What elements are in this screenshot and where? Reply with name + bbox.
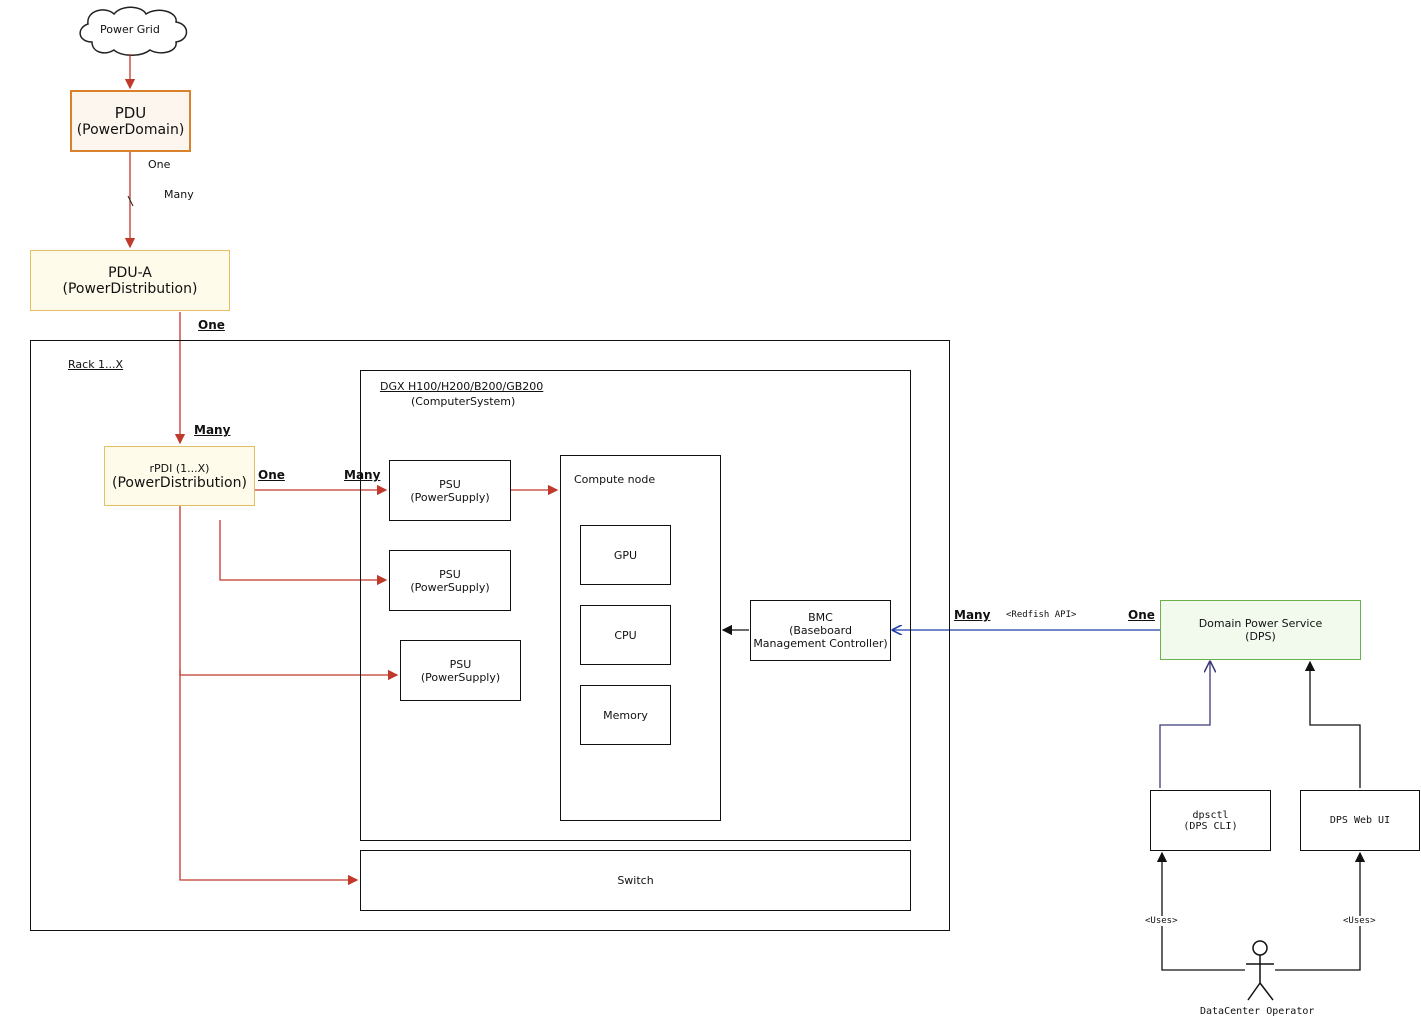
gpu-box[interactable]: GPU	[580, 525, 671, 585]
rpdi-one-label: One	[258, 468, 285, 482]
cpu-box[interactable]: CPU	[580, 605, 671, 665]
psu-3-subtitle: (PowerSupply)	[420, 670, 501, 684]
psu-2-subtitle: (PowerSupply)	[410, 580, 490, 594]
psu-3-title: PSU	[449, 657, 472, 671]
operator-figure	[1246, 940, 1274, 1001]
memory-label: Memory	[603, 708, 648, 722]
cli-to-dps-wire	[1159, 662, 1210, 788]
dps-cli-subtitle: (DPS CLI)	[1183, 820, 1238, 832]
dps-title: Domain Power Service	[1198, 617, 1323, 630]
psu-1-title: PSU	[439, 477, 461, 491]
bmc-box[interactable]: BMC (Baseboard Management Controller)	[750, 600, 891, 661]
dgx-container	[360, 370, 911, 841]
switch-box[interactable]: Switch	[360, 850, 911, 911]
dgx-title: DGX H100/H200/B200/GB200	[380, 380, 544, 393]
pdu-many-label: Many	[164, 188, 194, 201]
dps-subtitle: (DPS)	[1245, 630, 1276, 643]
webui-to-dps-wire	[1304, 660, 1361, 788]
dgx-subtitle: (ComputerSystem)	[411, 395, 516, 408]
psu-box-2[interactable]: PSU (PowerSupply)	[389, 550, 511, 611]
pdu-title: PDU	[114, 104, 147, 122]
rpdi-title: rPDI (1...X)	[149, 461, 210, 475]
power-grid-label: Power Grid	[100, 23, 160, 36]
rack-container	[30, 340, 950, 931]
uses-cli-label: <Uses>	[1145, 916, 1178, 926]
dps-cli-title: dpsctl	[1192, 809, 1229, 821]
operator-to-cli-wire	[1156, 851, 1245, 971]
pdu-box[interactable]: PDU (PowerDomain)	[70, 90, 191, 152]
memory-box[interactable]: Memory	[580, 685, 671, 745]
dps-web-ui-box[interactable]: DPS Web UI	[1300, 790, 1420, 851]
psu-2-title: PSU	[439, 567, 461, 581]
rpdi-to-switch-wire	[179, 670, 359, 886]
pdu-a-box[interactable]: PDU-A (PowerDistribution)	[30, 250, 230, 311]
switch-label: Switch	[617, 874, 654, 887]
psu-1-subtitle: (PowerSupply)	[410, 490, 490, 504]
rpdi-subtitle: (PowerDistribution)	[112, 474, 247, 491]
dps-one-label: One	[1128, 608, 1155, 622]
pdu-link-tick	[127, 195, 134, 207]
rpdi-box[interactable]: rPDI (1...X) (PowerDistribution)	[104, 446, 255, 506]
pdu-one-label: One	[148, 158, 171, 171]
redfish-api-label: <Redfish API>	[1006, 610, 1077, 620]
pdu-a-one-label: One	[198, 318, 225, 332]
bmc-subtitle-1: (Baseboard	[789, 624, 852, 637]
power-grid-cloud	[79, 6, 188, 56]
bmc-title: BMC	[808, 611, 833, 624]
cpu-label: CPU	[614, 628, 637, 642]
pdu-subtitle: (PowerDomain)	[76, 122, 185, 138]
dps-box[interactable]: Domain Power Service (DPS)	[1160, 600, 1361, 660]
pdu-a-title: PDU-A	[108, 264, 152, 281]
uses-webui-label: <Uses>	[1343, 916, 1376, 926]
pdu-a-subtitle: (PowerDistribution)	[62, 280, 198, 297]
dps-cli-box[interactable]: dpsctl (DPS CLI)	[1150, 790, 1271, 851]
operator-to-webui-wire	[1275, 851, 1366, 971]
psu-box-1[interactable]: PSU (PowerSupply)	[389, 460, 511, 521]
rpdi-to-psu2-wire	[219, 520, 388, 586]
psu-box-3[interactable]: PSU (PowerSupply)	[400, 640, 521, 701]
psu-many-label: Many	[344, 468, 381, 482]
compute-node-label: Compute node	[574, 473, 656, 486]
bmc-many-label: Many	[954, 608, 991, 622]
rpdi-many-label: Many	[194, 423, 231, 437]
rack-label: Rack 1...X	[68, 358, 124, 371]
bmc-subtitle-2: Management Controller)	[753, 637, 888, 650]
operator-label: DataCenter Operator	[1200, 1006, 1315, 1017]
gpu-label: GPU	[613, 548, 638, 562]
dps-web-ui-label: DPS Web UI	[1329, 815, 1391, 826]
